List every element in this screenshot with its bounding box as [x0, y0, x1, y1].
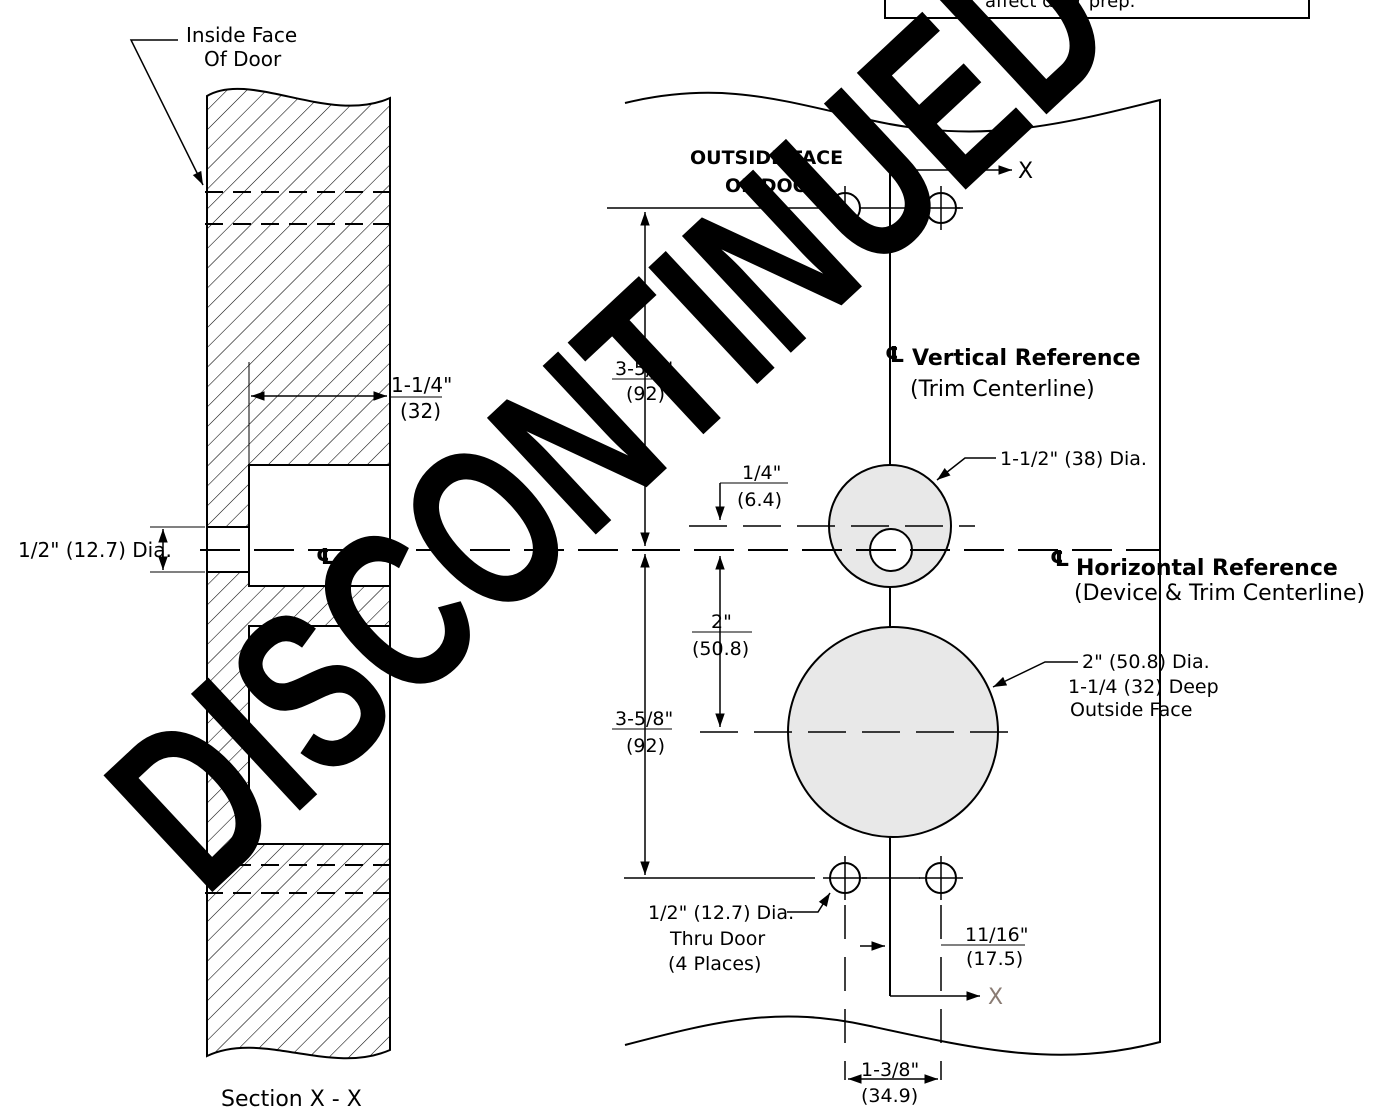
thru-holes-label-1: 1/2" (12.7) Dia. [648, 902, 794, 924]
depth-dim-mm: (32) [400, 399, 441, 423]
section-marker-bottom: X [988, 985, 1003, 1010]
section-cavity-2 [248, 625, 391, 845]
section-cavity-1 [248, 464, 391, 587]
thru-hole-bottom-left [823, 856, 867, 900]
offset-side-dim-mm: (17.5) [966, 948, 1023, 970]
thru-hole-top-right [919, 186, 963, 230]
outside-face-label-2: OF DOOR [725, 175, 824, 197]
section-caption: Section X - X [221, 1087, 362, 1112]
offset-dim-inch: 1/4" [742, 462, 781, 484]
small-hole-dia-label: 1-1/2" (38) Dia. [1000, 448, 1147, 470]
large-hole-label-1: 2" (50.8) Dia. [1082, 651, 1210, 673]
section-centerline-symbol: ℄ [316, 545, 336, 570]
bottom-dim-mm: (92) [626, 735, 665, 757]
offset-dim-mm: (6.4) [737, 489, 782, 511]
spacing-dim-inch: 2" [711, 611, 732, 633]
section-view: Inside Face Of Door 1-1/4" (32) 1/2" (12… [18, 23, 640, 1112]
thru-holes-label-3: (4 Places) [668, 953, 761, 975]
top-dim-inch: 3-5/8" [615, 358, 673, 380]
thru-holes-label-2: Thru Door [669, 928, 765, 950]
section-marker-top: X [1018, 159, 1033, 184]
hole-spacing-dim-inch: 1-3/8" [861, 1059, 919, 1081]
inside-face-label-2: Of Door [204, 47, 282, 71]
depth-dim-inch: 1-1/4" [391, 373, 452, 397]
outside-face-label-1: OUTSIDE FACE [690, 147, 843, 169]
vertical-ref-symbol: ℄ [885, 343, 905, 368]
vertical-ref-title: Vertical Reference [912, 346, 1141, 371]
horizontal-ref-symbol: ℄ [1050, 547, 1070, 572]
vertical-ref-subtitle: (Trim Centerline) [910, 377, 1095, 402]
face-view: X X OUTSIDE FACE OF DOOR 3-5/8" (92) ℄ V… [607, 91, 1365, 1107]
section-hole-dia-label: 1/2" (12.7) Dia. [18, 538, 172, 562]
horizontal-ref-title: Horizontal Reference [1076, 556, 1338, 581]
thru-hole-top-left [829, 186, 861, 230]
spacing-dim-mm: (50.8) [692, 638, 749, 660]
large-hole-label-2: 1-1/4 (32) Deep [1068, 676, 1219, 698]
bottom-dim-inch: 3-5/8" [615, 708, 673, 730]
offset-side-dim-inch: 11/16" [965, 924, 1029, 946]
hole-spacing-dim-mm: (34.9) [861, 1085, 918, 1107]
large-hole-label-3: Outside Face [1070, 699, 1192, 721]
horizontal-ref-subtitle: (Device & Trim Centerline) [1074, 581, 1365, 606]
thru-hole-bottom-right [919, 856, 963, 900]
top-dim-mm: (92) [626, 383, 665, 405]
note-box: affect door prep. [884, 0, 1310, 19]
inside-face-label-1: Inside Face [186, 23, 297, 47]
note-box-text: affect door prep. [985, 0, 1135, 12]
